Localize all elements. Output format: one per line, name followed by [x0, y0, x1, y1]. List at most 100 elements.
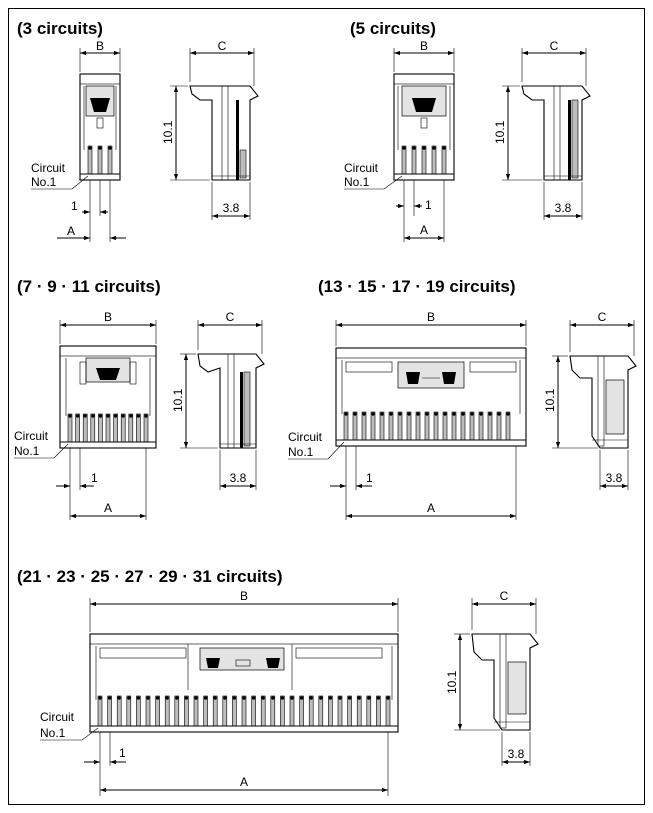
dim-pitch-label: 1 [119, 746, 126, 760]
terminal-contact [371, 412, 375, 416]
terminal-pin [361, 411, 367, 441]
terminal-contact [113, 414, 118, 418]
terminal-pins [343, 411, 511, 441]
terminal-contact [338, 696, 342, 700]
terminal-pin [451, 411, 457, 441]
terminal-contact [353, 412, 357, 416]
terminal-contact [380, 412, 384, 416]
terminal-pin [469, 411, 475, 441]
terminal-pin [203, 695, 208, 727]
terminal-pin [97, 695, 103, 727]
terminal-pin [487, 411, 493, 441]
dim-pitch-label: 1 [71, 199, 78, 213]
group-title: (3 circuits) [17, 19, 103, 38]
side-view [197, 353, 265, 449]
circuit-label-line2: No.1 [31, 175, 57, 189]
terminal-contact [443, 412, 447, 416]
dim-c-label: C [598, 310, 607, 324]
terminal-pin [280, 695, 285, 727]
side-view [521, 85, 591, 181]
terminal-contact [347, 696, 352, 700]
terminal-contact [367, 696, 371, 700]
dim-depth-label: 3.8 [508, 747, 525, 761]
circuit-label-line2: No.1 [14, 444, 40, 458]
dim-c-label: C [550, 39, 559, 53]
terminal-contact [386, 696, 390, 700]
terminal-contact [175, 696, 179, 700]
dim-c-label: C [218, 39, 227, 53]
front-view [89, 633, 399, 733]
terminal-contact [129, 414, 133, 418]
terminal-contact [488, 412, 492, 416]
terminal-pin [126, 695, 132, 727]
terminal-contact [223, 696, 227, 700]
terminal-pin [289, 695, 295, 727]
terminal-pin [299, 695, 304, 727]
terminal-pin [164, 695, 170, 727]
terminal-contact [389, 412, 393, 416]
terminal-pin [67, 413, 73, 443]
terminal-contact [271, 696, 275, 700]
terminal-pin [366, 695, 372, 727]
terminal-pin [343, 411, 349, 441]
terminal-contact [68, 414, 72, 418]
terminal-contact [497, 412, 501, 416]
circuit-label-line1: Circuit [288, 430, 323, 444]
terminal-pin [107, 695, 112, 727]
side-view [471, 633, 539, 731]
dim-b-label: B [420, 39, 428, 53]
circuit-label-line1: Circuit [40, 710, 75, 724]
terminal-pin [143, 413, 149, 443]
group-title: (13 · 15 · 17 · 19 circuits) [318, 277, 515, 296]
dim-a-label: A [240, 775, 248, 789]
terminal-pin [174, 695, 180, 727]
dim-height-label: 10.1 [171, 388, 185, 412]
side-view [189, 85, 259, 181]
terminal-contact [194, 696, 198, 700]
terminal-contact [127, 696, 131, 700]
terminal-pin [352, 411, 358, 441]
front-view [393, 73, 455, 181]
terminal-contact [232, 696, 237, 700]
terminal-pin [415, 411, 421, 441]
terminal-contact [155, 696, 160, 700]
dim-height-label: 10.1 [493, 120, 507, 144]
terminal-contact [290, 696, 294, 700]
dim-depth-label: 3.8 [606, 471, 623, 485]
terminal-contact [425, 412, 429, 416]
terminal-pins [67, 413, 149, 443]
terminal-contact [203, 696, 208, 700]
front-view [335, 347, 527, 447]
terminal-contact [328, 696, 333, 700]
dim-height-label: 10.1 [445, 670, 459, 694]
terminal-pin [328, 695, 333, 727]
terminal-pin [406, 411, 412, 441]
circuit-label-line1: Circuit [344, 161, 379, 175]
terminal-contact [144, 414, 148, 418]
terminal-pin [128, 413, 134, 443]
dim-b-label: B [104, 310, 112, 324]
terminal-pin [318, 695, 324, 727]
dim-b-label: B [96, 39, 104, 53]
terminal-contact [213, 696, 217, 700]
terminal-contact [461, 412, 465, 416]
terminal-pin [356, 695, 362, 727]
terminal-pin [308, 695, 314, 727]
terminal-contact [452, 412, 456, 416]
dim-a-label: A [104, 501, 112, 515]
terminal-pin [260, 695, 266, 727]
terminal-pin [424, 411, 430, 441]
terminal-contact [479, 412, 483, 416]
terminal-pin [337, 695, 343, 727]
dim-depth-label: 3.8 [230, 471, 247, 485]
terminal-contact [251, 696, 256, 700]
terminal-contact [184, 696, 189, 700]
terminal-contact [407, 412, 411, 416]
terminal-pin [496, 411, 502, 441]
dim-a-label: A [427, 501, 435, 515]
terminal-contact [98, 414, 103, 418]
dim-c-label: C [226, 310, 235, 324]
terminal-contact [434, 412, 438, 416]
terminal-pin [442, 411, 448, 441]
dim-a-label: A [67, 224, 75, 238]
